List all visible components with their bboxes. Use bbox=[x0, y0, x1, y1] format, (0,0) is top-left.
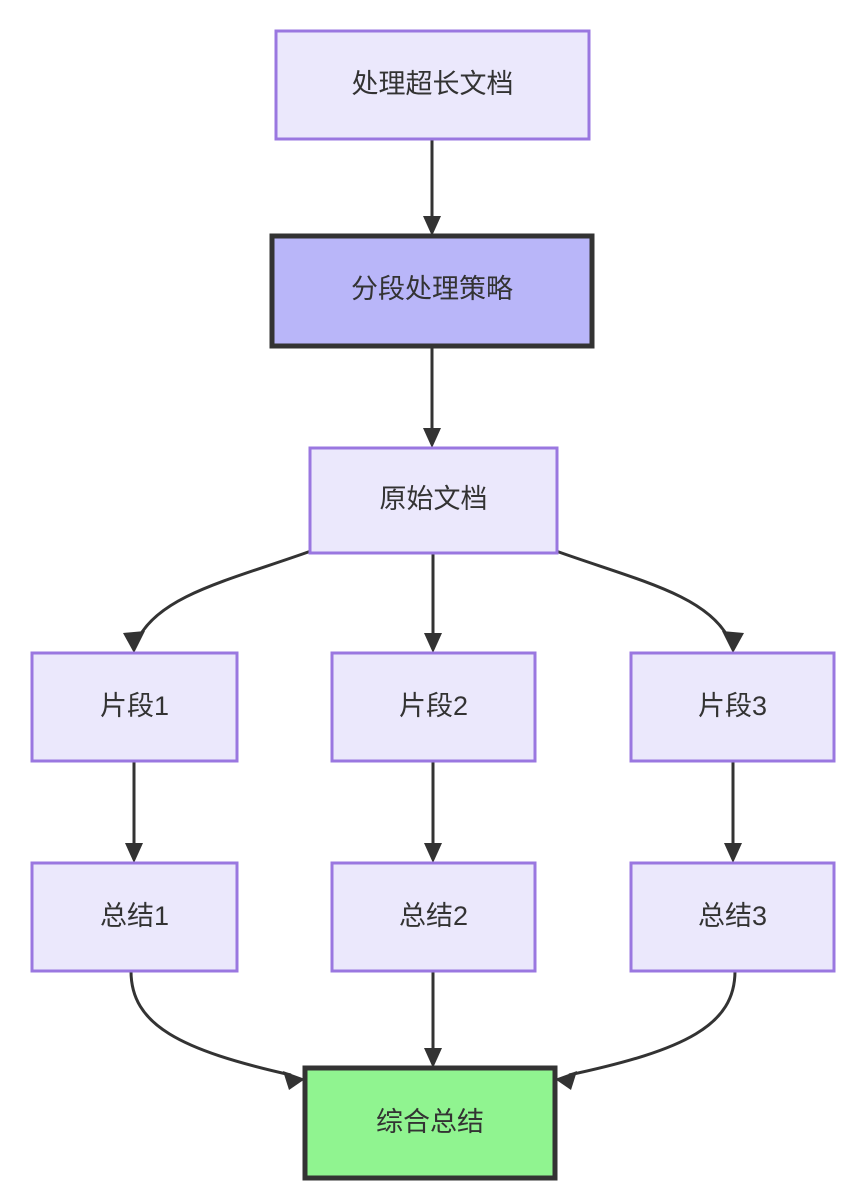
edge-layer bbox=[123, 139, 744, 1090]
node-final-summary[interactable]: 综合总结 bbox=[302, 1065, 558, 1181]
edge-summary-3-to-final-summary bbox=[555, 970, 737, 1090]
node-summary-1[interactable]: 总结1 bbox=[30, 861, 239, 973]
edge-summary-1-to-final-summary bbox=[129, 970, 305, 1090]
node-fragment-2[interactable]: 片段2 bbox=[330, 651, 537, 763]
node-source-doc[interactable]: 原始文档 bbox=[308, 446, 559, 555]
edge-fragment-2-to-summary-2 bbox=[424, 761, 442, 863]
node-label: 分段处理策略 bbox=[351, 274, 513, 304]
arrow-head-icon bbox=[423, 428, 441, 448]
node-process-long-doc[interactable]: 处理超长文档 bbox=[274, 29, 591, 141]
arrow-head-icon bbox=[125, 843, 143, 863]
edge-source-doc-to-fragment-3 bbox=[555, 549, 744, 653]
node-summary-3[interactable]: 总结3 bbox=[629, 861, 836, 973]
edge-source-doc-to-fragment-2 bbox=[424, 553, 442, 653]
edge-chunk-strategy-to-source-doc bbox=[423, 346, 441, 448]
node-label: 综合总结 bbox=[376, 1107, 484, 1137]
node-label: 原始文档 bbox=[380, 484, 488, 514]
node-label: 片段3 bbox=[698, 691, 767, 721]
node-fragment-3[interactable]: 片段3 bbox=[629, 651, 836, 763]
edge-summary-2-to-final-summary bbox=[424, 971, 442, 1068]
node-layer: 处理超长文档 分段处理策略 原始文档 片段1 片段2 片段3 bbox=[30, 29, 836, 1181]
arrow-head-icon bbox=[283, 1071, 305, 1090]
edge-source-doc-to-fragment-1 bbox=[123, 549, 312, 653]
node-label: 总结2 bbox=[399, 901, 468, 931]
arrow-head-icon bbox=[424, 843, 442, 863]
node-fragment-1[interactable]: 片段1 bbox=[30, 651, 239, 763]
node-chunk-strategy[interactable]: 分段处理策略 bbox=[269, 233, 595, 349]
node-label: 片段1 bbox=[100, 691, 169, 721]
edge-process-long-doc-to-chunk-strategy bbox=[423, 139, 441, 236]
arrow-head-icon bbox=[424, 633, 442, 653]
arrow-head-icon bbox=[123, 631, 145, 653]
arrow-head-icon bbox=[724, 843, 742, 863]
arrow-head-icon bbox=[555, 1071, 577, 1090]
arrow-head-icon bbox=[423, 216, 441, 236]
node-label: 总结1 bbox=[100, 901, 169, 931]
arrow-head-icon bbox=[722, 631, 744, 653]
node-label: 处理超长文档 bbox=[352, 69, 514, 99]
edge-fragment-1-to-summary-1 bbox=[125, 761, 143, 863]
arrow-head-icon bbox=[424, 1048, 442, 1068]
edge-fragment-3-to-summary-3 bbox=[724, 761, 742, 863]
node-label: 总结3 bbox=[698, 901, 767, 931]
node-summary-2[interactable]: 总结2 bbox=[330, 861, 537, 973]
node-label: 片段2 bbox=[399, 691, 468, 721]
